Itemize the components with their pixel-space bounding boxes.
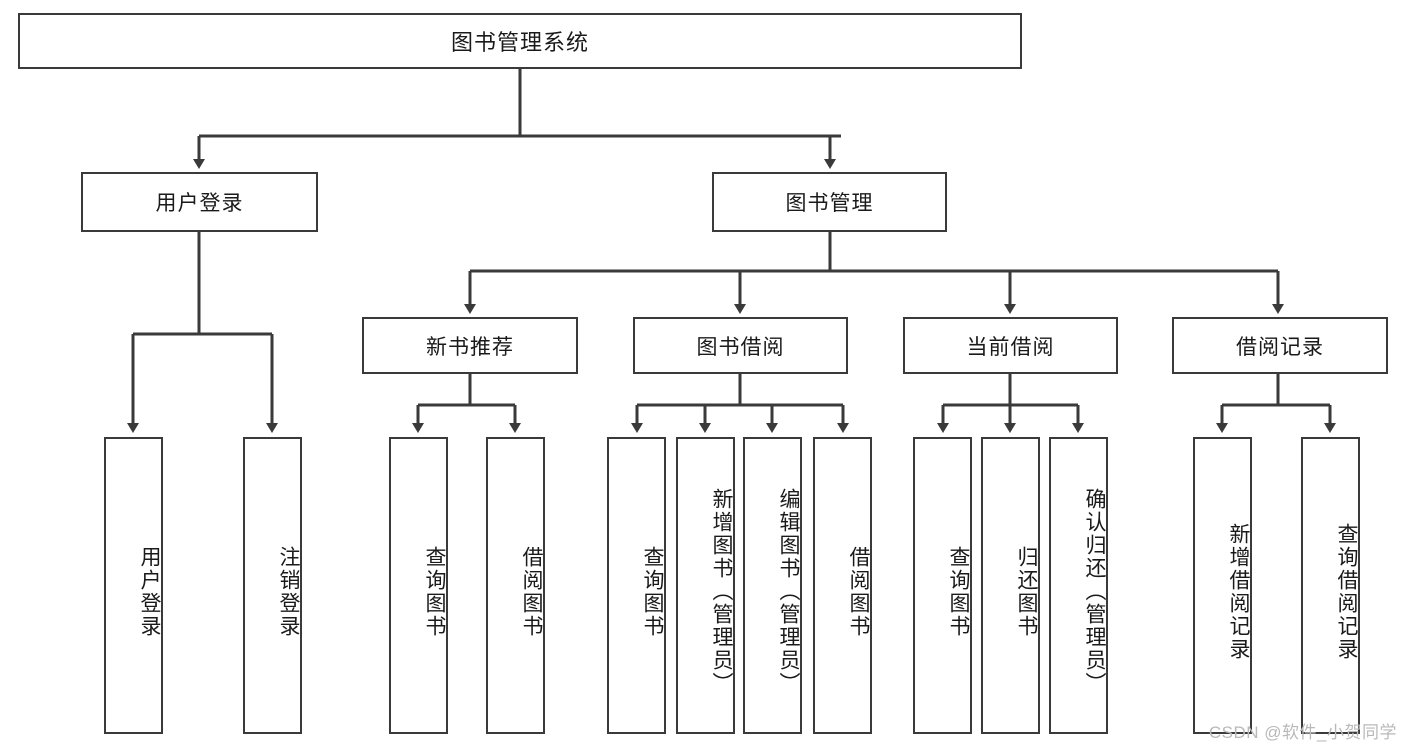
node-label: 查询图书 [947, 545, 970, 638]
node-label: 查询图书 [641, 545, 664, 638]
leaf-query-record[interactable]: 查询借阅记录 [1301, 437, 1360, 734]
node-label: 借阅图书 [847, 545, 870, 638]
node-current-borrow[interactable]: 当前借阅 [903, 317, 1118, 374]
node-label: 图书管理 [785, 192, 874, 215]
leaf-query-book-3[interactable]: 查询图书 [913, 437, 972, 734]
node-label: 新书推荐 [426, 335, 514, 359]
node-label: 用户登录 [155, 192, 244, 215]
node-label: 借阅图书 [520, 545, 543, 638]
node-label: 新增借阅记录 [1227, 522, 1250, 661]
node-borrow-record[interactable]: 借阅记录 [1172, 317, 1388, 374]
leaf-edit-book[interactable]: 编辑图书（管理员） [743, 437, 802, 734]
leaf-add-book[interactable]: 新增图书（管理员） [676, 437, 735, 734]
node-label: 确认归还（管理员） [1083, 488, 1106, 695]
leaf-return-book[interactable]: 归还图书 [981, 437, 1040, 734]
node-label: 用户登录 [138, 545, 161, 638]
leaf-user-login[interactable]: 用户登录 [104, 437, 163, 734]
node-book-manage[interactable]: 图书管理 [712, 172, 947, 232]
leaf-query-book-1[interactable]: 查询图书 [389, 437, 448, 734]
watermark-text: CSDN @软件_小贺同学 [1208, 723, 1397, 742]
node-label: 图书借阅 [696, 335, 785, 359]
leaf-add-record[interactable]: 新增借阅记录 [1193, 437, 1252, 734]
node-label: 归还图书 [1015, 545, 1038, 638]
node-label: 当前借阅 [966, 335, 1055, 359]
node-label: 新增图书（管理员） [710, 488, 733, 695]
node-label: 编辑图书（管理员） [777, 488, 800, 695]
node-label: 图书管理系统 [450, 30, 589, 55]
node-root-system[interactable]: 图书管理系统 [18, 13, 1022, 69]
leaf-logout-login[interactable]: 注销登录 [243, 437, 302, 734]
node-label: 借阅记录 [1236, 335, 1324, 359]
node-label: 查询图书 [423, 545, 446, 638]
node-new-book-recommend[interactable]: 新书推荐 [362, 317, 578, 374]
node-label: 注销登录 [277, 545, 300, 638]
leaf-query-book-2[interactable]: 查询图书 [607, 437, 666, 734]
node-user-login[interactable]: 用户登录 [81, 172, 318, 232]
node-label: 查询借阅记录 [1335, 522, 1358, 661]
leaf-confirm-return[interactable]: 确认归还（管理员） [1049, 437, 1108, 734]
node-book-borrow[interactable]: 图书借阅 [633, 317, 848, 374]
leaf-borrow-book-1[interactable]: 借阅图书 [486, 437, 545, 734]
leaf-borrow-book-2[interactable]: 借阅图书 [813, 437, 872, 734]
